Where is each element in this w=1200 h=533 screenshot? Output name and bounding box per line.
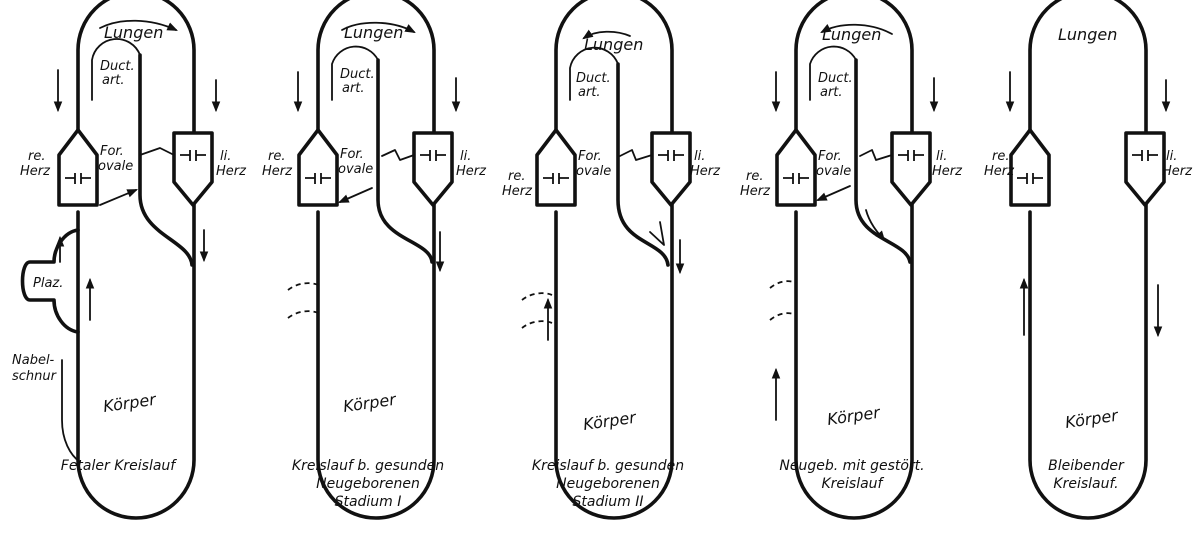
right-heart-label-1: re. [992,149,1009,164]
lungs-label: Lungen [104,23,163,42]
panel-disturbed: Lungen Duct. art. For. ovale re. Herz li… [740,0,963,518]
right-heart-chamber [537,130,575,205]
right-heart-label-2: Herz [740,184,771,199]
left-heart-label-1: li. [220,149,231,164]
left-heart-label-2: Herz [456,164,487,179]
lungs-label: Lungen [584,35,643,54]
foramen-label-2: ovale [816,164,851,179]
ductus-label-2: art. [820,85,843,100]
right-heart-label-1: re. [28,149,45,164]
left-heart-chamber [652,133,690,205]
right-heart-chamber [1011,130,1049,205]
right-heart-label-2: Herz [20,164,51,179]
panel-permanent: Lungen re. Herz li. Herz Körper Bleibend… [984,0,1193,518]
circulation-loop [78,0,194,518]
left-heart-label-1: li. [1166,149,1177,164]
caption-permanent-line-1: Bleibender [1048,458,1125,474]
right-heart-label-2: Herz [984,164,1015,179]
foramen-label-1: For. [578,149,602,164]
left-heart-chamber [414,133,452,205]
right-heart-label-1: re. [268,149,285,164]
lungs-label: Lungen [1058,25,1117,44]
panel-fetal: Lungen Duct. art. For. ovale re. Herz li… [12,0,247,518]
caption-disturbed-line-1: Neugeb. mit gestört. [779,458,924,474]
foramen-label-1: For. [100,144,124,159]
ductus-label-1: Duct. [818,71,853,86]
left-heart-label-2: Herz [1162,164,1193,179]
ductus-label-2: art. [342,81,365,96]
lungs-label: Lungen [344,23,403,42]
caption-stage-1-line-2: Neugeborenen [316,476,420,492]
left-heart-label-1: li. [694,149,705,164]
left-heart-label-1: li. [460,149,471,164]
right-heart-chamber [777,130,815,205]
caption-disturbed-line-2: Kreislauf [821,476,884,492]
caption-fetal: Fetaler Kreislauf [61,458,178,474]
foramen-label-1: For. [818,149,842,164]
ductus-label-1: Duct. [576,71,611,86]
panel-stage-2: Lungen Duct. art. For. ovale re. Herz li… [502,0,721,518]
ductus-label-2: art. [102,73,125,88]
ductus-label-2: art. [578,85,601,100]
left-heart-label-2: Herz [932,164,963,179]
right-heart-chamber [299,130,337,205]
right-heart-label-2: Herz [502,184,533,199]
circulation-loop [796,0,912,518]
caption-stage-2-line-3: Stadium II [573,494,644,510]
right-heart-label-2: Herz [262,164,293,179]
panel-stage-1: Lungen Duct. art. For. ovale re. Herz li… [262,0,487,518]
caption-stage-1-line-3: Stadium I [335,494,402,510]
foramen-label-1: For. [340,147,364,162]
right-heart-label-1: re. [508,169,525,184]
umbilical-label-1: Nabel- [12,353,55,368]
circulation-loop [1030,0,1146,518]
foramen-label-2: ovale [98,159,133,174]
caption-permanent-line-2: Kreislauf. [1053,476,1118,492]
body-label: Körper [342,390,398,416]
caption-stage-2-line-1: Kreislauf b. gesunden [532,458,684,474]
ductus-label-1: Duct. [340,67,375,82]
caption-stage-2-line-2: Neugeborenen [556,476,660,492]
body-label: Körper [1064,406,1120,432]
placenta-label: Plaz. [33,276,63,291]
body-label: Körper [582,408,638,434]
ductus-label-1: Duct. [100,59,135,74]
right-heart-chamber [59,130,97,205]
left-heart-chamber [892,133,930,205]
foramen-label-2: ovale [338,162,373,177]
left-heart-label-1: li. [936,149,947,164]
right-heart-label-1: re. [746,169,763,184]
foramen-label-2: ovale [576,164,611,179]
left-heart-chamber [174,133,212,205]
left-heart-label-2: Herz [216,164,247,179]
circulation-loop [318,0,434,518]
left-heart-label-2: Herz [690,164,721,179]
caption-stage-1-line-1: Kreislauf b. gesunden [292,458,444,474]
body-label: Körper [826,403,882,429]
circulation-loop [556,0,672,518]
body-label: Körper [102,390,158,416]
foramen-ovale [140,148,174,155]
left-heart-chamber [1126,133,1164,205]
lungs-label: Lungen [822,25,881,44]
umbilical-label-2: schnur [12,369,58,384]
